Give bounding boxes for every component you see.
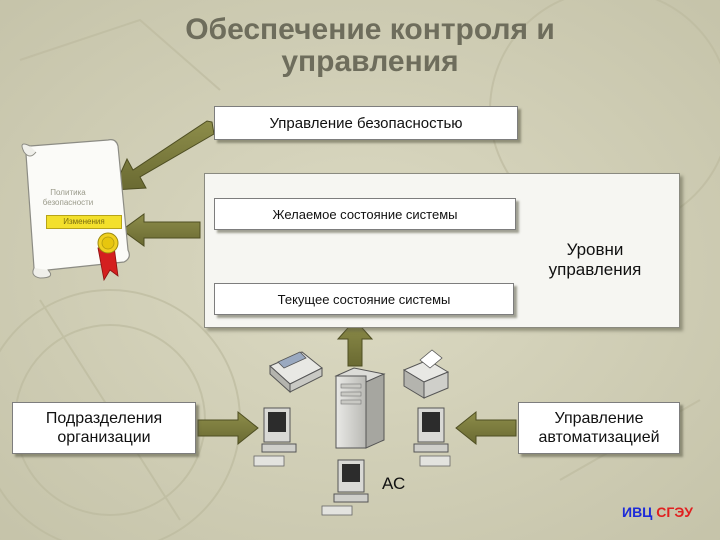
- footer-brand-part1: ИВЦ: [622, 504, 653, 520]
- printer-icon: [402, 349, 450, 399]
- slide-title: Обеспечение контроля и управления: [120, 14, 620, 78]
- departments-to-system-arrow: [197, 410, 259, 446]
- automation-line2: автоматизацией: [538, 429, 660, 446]
- departments-line2: организации: [57, 429, 151, 446]
- scanner-icon: [269, 351, 323, 394]
- panel-to-policy-arrow: [121, 213, 201, 247]
- desired-state-box: Желаемое состояние системы: [214, 198, 516, 230]
- automation-line1: Управление: [554, 410, 644, 427]
- control-levels-line1: Уровни: [566, 240, 624, 259]
- automation-box: Управление автоматизацией: [518, 402, 680, 454]
- security-to-policy-arrow: [112, 120, 215, 191]
- footer-brand-part2: СГЭУ: [656, 504, 694, 520]
- departments-line1: Подразделения: [45, 410, 163, 427]
- server-icon: [334, 367, 386, 449]
- computer-icon-right: [413, 407, 451, 467]
- slide-title-line1: Обеспечение контроля и: [185, 13, 555, 46]
- slide-title-line2: управления: [281, 45, 459, 78]
- award-ribbon-icon: [97, 232, 119, 282]
- computer-icon-left: [253, 407, 297, 467]
- desired-state-label: Желаемое состояние системы: [272, 206, 458, 222]
- changes-stamp-label: Изменения: [63, 217, 105, 226]
- policy-line2: безопасности: [42, 198, 94, 207]
- automation-to-system-arrow: [455, 410, 517, 446]
- current-state-box: Текущее состояние системы: [214, 283, 514, 315]
- system-to-state-arrow: [336, 319, 374, 367]
- changes-stamp: Изменения: [46, 215, 122, 229]
- departments-box: Подразделения организации: [12, 402, 196, 454]
- current-state-label: Текущее состояние системы: [277, 291, 451, 307]
- security-management-label: Управление безопасностью: [269, 114, 463, 132]
- policy-line1: Политика: [50, 188, 86, 197]
- control-levels-line2: управления: [548, 260, 642, 279]
- footer-brand: ИВЦ СГЭУ: [622, 504, 693, 520]
- policy-document-text: Политика безопасности: [30, 188, 106, 208]
- control-levels-label: Уровни управления: [520, 240, 670, 280]
- computer-icon-bottom: [321, 459, 369, 516]
- security-management-box: Управление безопасностью: [214, 106, 518, 140]
- system-label: АС: [382, 474, 406, 493]
